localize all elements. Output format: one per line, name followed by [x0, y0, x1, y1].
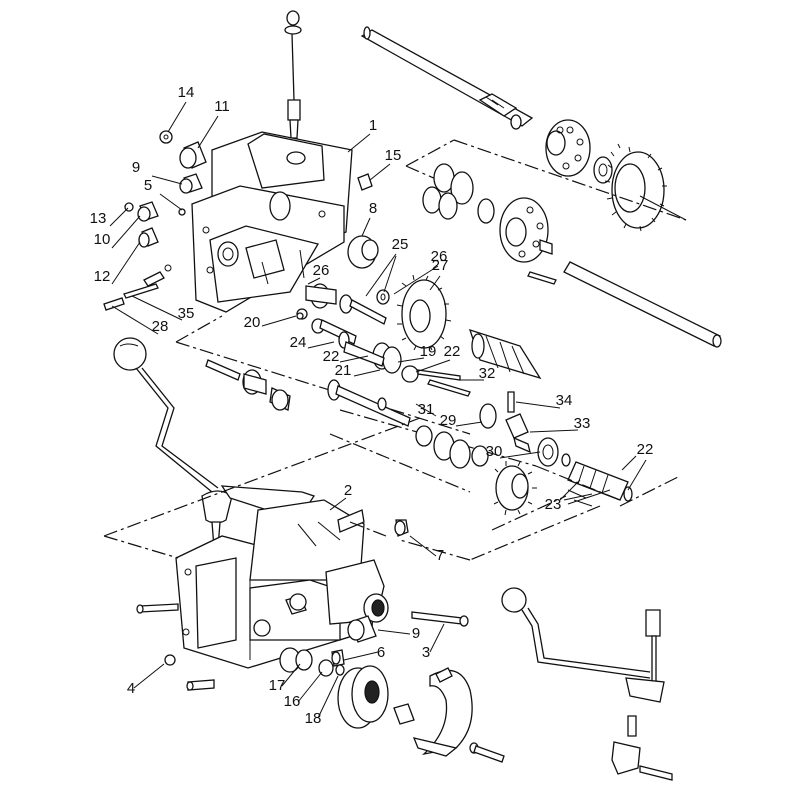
callout-c20: 20	[244, 314, 261, 331]
callout-c1: 1	[369, 117, 377, 134]
callout-c22c: 22	[637, 441, 654, 458]
left-bushings	[124, 130, 207, 248]
callout-c32: 32	[479, 365, 496, 382]
left-pins	[103, 264, 304, 320]
callout-c19: 19	[420, 343, 437, 360]
callout-c2: 2	[344, 482, 352, 499]
lower-dash-frame	[103, 417, 681, 559]
callout-c10: 10	[94, 231, 111, 248]
right-lever-linkage	[501, 587, 673, 781]
dipstick	[284, 10, 302, 139]
pulley-assembly	[295, 649, 389, 729]
leader-lines	[109, 101, 647, 719]
callout-c22b: 22	[444, 343, 461, 360]
brake-band	[393, 667, 505, 763]
shift-lever	[113, 337, 233, 549]
callout-c27: 27	[432, 257, 449, 274]
callout-c3: 3	[422, 644, 430, 661]
callout-c15: 15	[385, 147, 402, 164]
callout-c28: 28	[152, 318, 169, 335]
callout-c9b: 9	[412, 625, 420, 642]
lower-gear-train	[327, 379, 633, 516]
callout-c5: 5	[144, 177, 152, 194]
callout-c14: 14	[178, 84, 195, 101]
callout-c7: 7	[436, 547, 444, 564]
callout-c11: 11	[214, 98, 230, 115]
callout-c4: 4	[127, 680, 135, 697]
upper-axle-assembly	[360, 26, 687, 232]
lower-transmission-case	[175, 485, 389, 673]
middle-gear-train	[296, 274, 542, 397]
callout-c24: 24	[290, 334, 307, 351]
callout-c26a: 26	[431, 248, 448, 265]
callout-c12: 12	[94, 268, 111, 285]
callout-c29: 29	[440, 412, 457, 429]
lower-small-parts	[331, 519, 469, 667]
callout-c13: 13	[90, 210, 107, 227]
callout-c31: 31	[418, 401, 435, 418]
callout-c35: 35	[178, 305, 195, 322]
callout-c17: 17	[269, 677, 286, 694]
callout-c6: 6	[377, 644, 385, 661]
callout-c34: 34	[556, 392, 573, 409]
lower-dash-frame-2	[399, 505, 601, 561]
callout-c30: 30	[486, 443, 503, 460]
middle-dash-frame	[175, 315, 537, 493]
upper-transmission-case	[191, 131, 353, 313]
callout-c9a: 9	[132, 159, 140, 176]
callout-c8: 8	[369, 200, 377, 217]
pin-and-bearing-right	[347, 173, 390, 305]
callout-c25: 25	[392, 236, 409, 253]
callout-c16: 16	[284, 693, 301, 710]
callout-c21: 21	[335, 362, 352, 379]
callout-c33: 33	[574, 415, 591, 432]
callout-c23: 23	[545, 496, 562, 513]
callout-c22a: 22	[323, 348, 340, 365]
callout-c18: 18	[305, 710, 322, 727]
bolts	[136, 603, 215, 691]
lower-left-pin-gear	[205, 359, 291, 411]
hub-gear-cluster	[422, 163, 722, 348]
callout-c26b: 26	[313, 262, 330, 279]
